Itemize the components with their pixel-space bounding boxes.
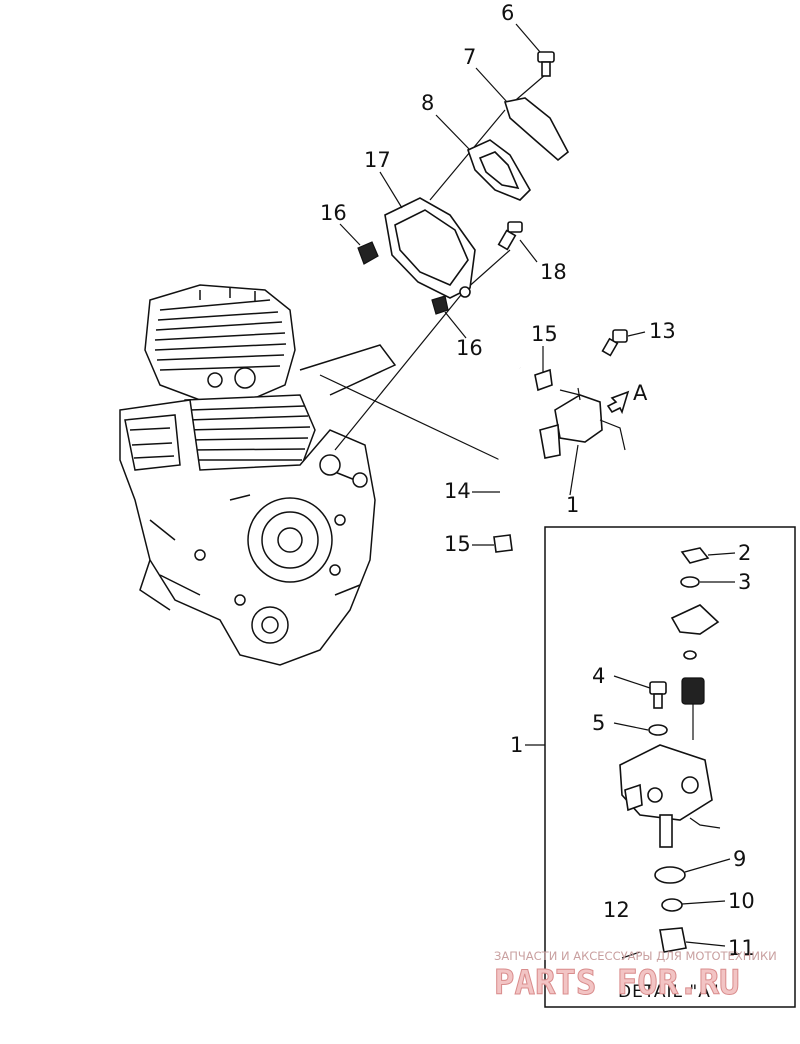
seal-10 [661, 898, 683, 912]
callout-labels: 6 7 8 17 16 18 16 15 13 A 1 14 15 [320, 1, 676, 556]
callout-11: 11 [728, 936, 755, 960]
cylinder-barrel [179, 394, 316, 476]
gasket-8 [467, 139, 531, 201]
watermark-caption: ЗАПЧАСТИ И АКСЕССУАРЫ ДЛЯ МОТОТЕХНИКИ [494, 949, 777, 963]
assembly-lines [319, 74, 581, 461]
callout-7: 7 [463, 45, 476, 69]
seal-16-upper [357, 241, 379, 265]
callout-16-lower: 16 [456, 336, 483, 360]
bolt-6 [537, 51, 555, 77]
washer-5 [648, 724, 668, 736]
nut-2 [680, 547, 710, 564]
cover-plate-7 [503, 97, 570, 162]
callout-1: 1 [566, 493, 579, 517]
callout-2: 2 [738, 541, 751, 565]
pump-body-detail [619, 744, 721, 848]
callout-6: 6 [501, 1, 514, 25]
callout-12: 12 [603, 898, 630, 922]
bolt-18 [497, 221, 523, 251]
cam-plate [670, 604, 720, 635]
callout-4: 4 [592, 664, 605, 688]
callout-15-upper: 15 [531, 322, 558, 346]
callout-13: 13 [649, 319, 676, 343]
oil-pump-1 [539, 387, 626, 459]
callout-3: 3 [738, 570, 751, 594]
watermark-logo: PARTS FOR.RU [494, 963, 740, 1003]
detail-a-panel: 1 [510, 526, 796, 1008]
callout-leaders [339, 23, 646, 546]
engine-illustration [119, 284, 397, 666]
callout-9: 9 [733, 847, 746, 871]
callout-16-upper: 16 [320, 201, 347, 225]
hose-14 [497, 364, 521, 541]
washer-3 [680, 576, 700, 588]
view-arrow-a [606, 390, 630, 415]
small-washer [683, 650, 697, 660]
seal-16-lower [431, 295, 449, 315]
callout-15-lower: 15 [444, 532, 471, 556]
pin-12 [621, 951, 641, 959]
callout-8: 8 [421, 91, 434, 115]
clamp-15-lower [493, 534, 513, 553]
spring [681, 677, 705, 740]
callout-5: 5 [592, 711, 605, 735]
callout-a-arrow: A [633, 381, 648, 405]
callout-10: 10 [728, 889, 755, 913]
detail-a-title: DETAIL "A" [618, 982, 720, 1002]
callout-18: 18 [540, 260, 567, 284]
crankcase [119, 344, 397, 666]
cylinder-head [144, 284, 296, 401]
callout-17: 17 [364, 148, 391, 172]
o-ring-9 [654, 866, 686, 884]
watermark: ЗАПЧАСТИ И АКСЕССУАРЫ ДЛЯ МОТОТЕХНИКИ PA… [494, 949, 777, 1004]
clamp-15-upper [534, 368, 553, 392]
callout-14: 14 [444, 479, 471, 503]
bolt-4 [649, 681, 667, 709]
pump-body-17 [384, 197, 476, 299]
screw-13 [601, 329, 628, 357]
callout-1-detail: 1 [510, 733, 523, 757]
fitting-11 [659, 927, 687, 953]
